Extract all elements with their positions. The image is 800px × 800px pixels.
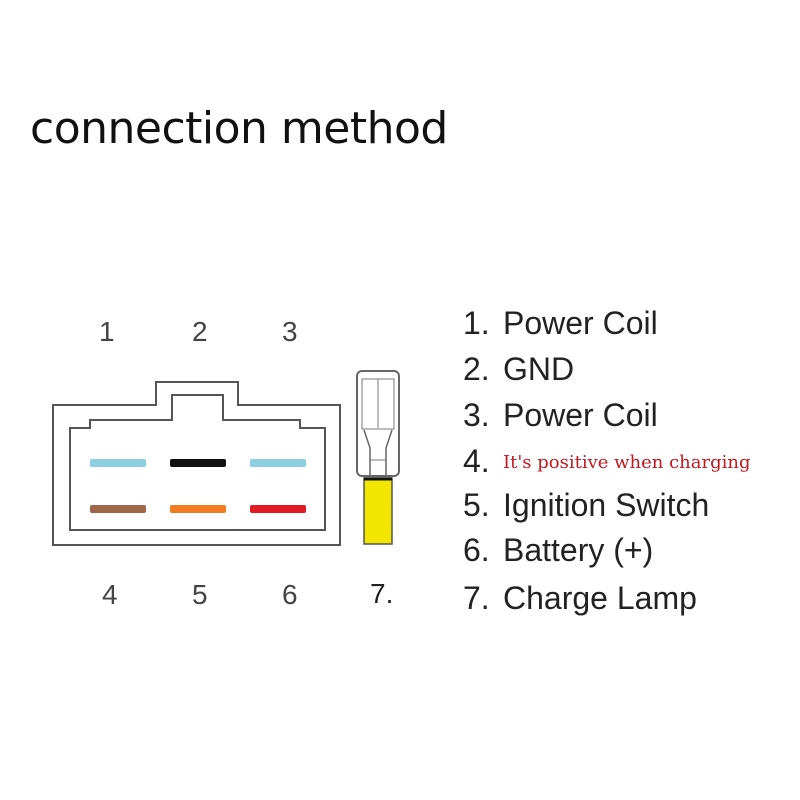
wire-pin-5	[170, 505, 226, 513]
legend-item: 3.Power Coil	[463, 397, 658, 433]
legend-item: 5.Ignition Switch	[463, 487, 710, 523]
legend-item: 6.Battery (+)	[463, 532, 654, 568]
wire-pin-1	[90, 459, 146, 467]
pin-label-1: 1	[99, 316, 115, 347]
wire-pin-6	[250, 505, 306, 513]
pin-label-6: 6	[282, 579, 298, 610]
diagram-title: connection method	[30, 103, 448, 154]
legend-item: 7.Charge Lamp	[463, 580, 697, 616]
wire-pin-2	[170, 459, 226, 467]
legend-note: It's positive when charging	[503, 452, 751, 473]
pin-label-3: 3	[282, 316, 298, 347]
pin-label-4: 4	[102, 579, 118, 610]
connector-housing-inner	[69, 394, 326, 531]
terminal-7-wire	[363, 477, 393, 545]
wire-pin-4	[90, 505, 146, 513]
legend-item: 1.Power Coil	[463, 305, 658, 341]
legend-item: 2.GND	[463, 351, 575, 387]
pin-label-5: 5	[192, 579, 208, 610]
pin-label-2: 2	[192, 316, 208, 347]
pin-label-7: 7.	[370, 578, 394, 609]
legend-item: 4.It's positive when charging	[463, 443, 751, 479]
connector-housing-outer	[52, 381, 341, 546]
wire-pin-3	[250, 459, 306, 467]
terminal-7	[356, 370, 400, 545]
